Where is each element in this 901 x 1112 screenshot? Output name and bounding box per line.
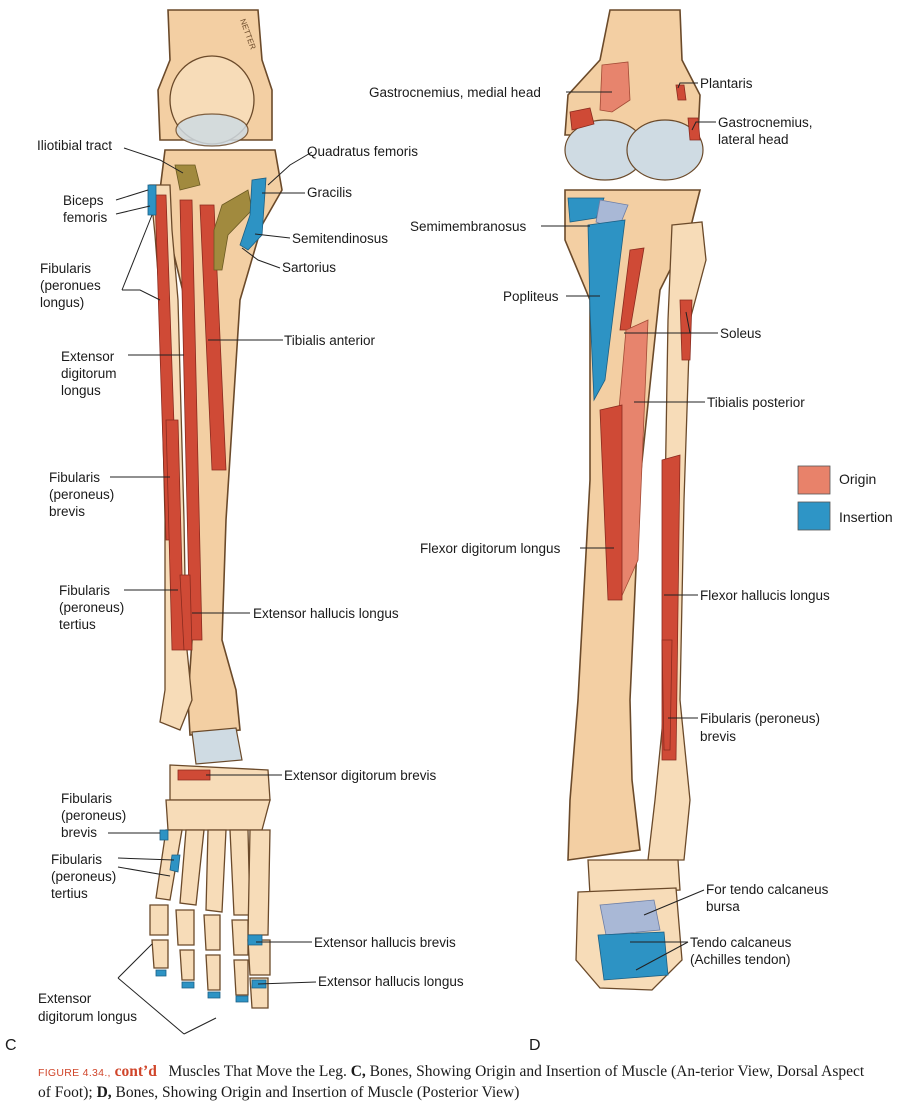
label-plantaris: Plantaris	[700, 76, 753, 91]
label-fibularis-brevis-line2: (peroneus)	[49, 487, 114, 502]
label-tendo-bursa-line1: For tendo calcaneus	[706, 882, 829, 897]
legend-insertion-label: Insertion	[839, 509, 893, 525]
label-foot-edl-line1: Extensor	[38, 991, 92, 1006]
label-tendo-bursa-line2: bursa	[706, 899, 740, 914]
label-fibularis-tertius-line2: (peroneus)	[59, 600, 124, 615]
caption-cont: cont’d	[114, 1063, 157, 1080]
label-edl-line2: digitorum	[61, 366, 117, 381]
label-sartorius: Sartorius	[282, 260, 336, 275]
label-foot-fibularis-tertius-line1: Fibularis	[51, 852, 102, 867]
legend: Origin Insertion	[797, 465, 893, 531]
label-tibialis-posterior: Tibialis posterior	[707, 395, 805, 410]
panel-letter-c: C	[5, 1037, 17, 1054]
caption-c-text: Bones, Showing Origin and Insertion of M…	[38, 1063, 865, 1101]
label-extensor-hallucis-longus: Extensor hallucis longus	[253, 606, 399, 621]
label-foot-fibularis-brevis-line2: (peroneus)	[61, 808, 126, 823]
panel-c-labels: Iliotibial tract Quadratus femoris Bicep…	[5, 138, 464, 1054]
label-extensor-digitorum-brevis: Extensor digitorum brevis	[284, 768, 437, 783]
caption-d-text: Bones, Showing Origin and Insertion of M…	[115, 1084, 520, 1101]
leader-lines	[108, 82, 718, 1035]
label-fibularis-brevis-line1: Fibularis	[49, 470, 100, 485]
label-edl-line3: longus	[61, 383, 101, 398]
label-popliteus: Popliteus	[503, 289, 559, 304]
panel-c-muscle-markings	[147, 164, 267, 1003]
caption-figure-label: FIGURE 4.34.,	[38, 1067, 111, 1079]
label-soleus: Soleus	[720, 326, 762, 341]
label-fibularis-brevis-line3: brevis	[49, 504, 85, 519]
label-iliotibial-tract: Iliotibial tract	[37, 138, 112, 153]
panel-letter-d: D	[529, 1037, 541, 1054]
label-foot-fibularis-brevis-line3: brevis	[61, 825, 97, 840]
caption-c-letter: C,	[350, 1063, 366, 1080]
label-gracilis: Gracilis	[307, 185, 352, 200]
label-tibialis-anterior: Tibialis anterior	[284, 333, 376, 348]
label-fibularis-longus-line3: longus)	[40, 295, 84, 310]
legend-insertion-swatch	[797, 501, 831, 531]
panel-d-labels: Gastrocnemius, medial head Plantaris Gas…	[369, 76, 830, 1054]
label-flexor-digitorum-longus: Flexor digitorum longus	[420, 541, 561, 556]
label-edl-line1: Extensor	[61, 349, 115, 364]
label-foot-fibularis-tertius-line2: (peroneus)	[51, 869, 116, 884]
label-semimembranosus: Semimembranosus	[410, 219, 527, 234]
legend-origin-label: Origin	[839, 471, 876, 487]
label-foot-extensor-hallucis-longus: Extensor hallucis longus	[318, 974, 464, 989]
label-tendo-calcaneus-line1: Tendo calcaneus	[690, 935, 792, 950]
label-foot-fibularis-brevis-line1: Fibularis	[61, 791, 112, 806]
label-gastrocnemius-medial-head: Gastrocnemius, medial head	[369, 85, 541, 100]
label-fibularis-tertius-line3: tertius	[59, 617, 96, 632]
label-fibularis-brevis-d-line2: brevis	[700, 729, 736, 744]
label-fibularis-tertius-line1: Fibularis	[59, 583, 110, 598]
label-gastrocnemius-lateral-line1: Gastrocnemius,	[718, 115, 813, 130]
label-biceps-line2: femoris	[63, 210, 108, 225]
figure-caption: FIGURE 4.34., cont’d Muscles That Move t…	[38, 1062, 878, 1103]
label-tendo-calcaneus-line2: (Achilles tendon)	[690, 952, 791, 967]
panel-d-muscle-markings	[567, 61, 701, 981]
label-quadratus-femoris: Quadratus femoris	[307, 144, 418, 159]
caption-title: Muscles That Move the Leg.	[168, 1063, 347, 1080]
label-foot-fibularis-tertius-line3: tertius	[51, 886, 88, 901]
legend-origin-swatch	[797, 465, 831, 495]
label-fibularis-longus-line1: Fibularis	[40, 261, 91, 276]
label-gastrocnemius-lateral-line2: lateral head	[718, 132, 789, 147]
label-biceps-line1: Biceps	[63, 193, 104, 208]
label-foot-edl-line2: digitorum longus	[38, 1009, 137, 1024]
label-flexor-hallucis-longus: Flexor hallucis longus	[700, 588, 830, 603]
label-fibularis-brevis-d-line1: Fibularis (peroneus)	[700, 711, 820, 726]
label-extensor-hallucis-brevis: Extensor hallucis brevis	[314, 935, 456, 950]
caption-d-letter: D,	[96, 1084, 112, 1101]
label-fibularis-longus-line2: (peronues	[40, 278, 101, 293]
figure-illustration: NETTER Iliotibial tract Quadratus femori…	[5, 9, 893, 1054]
label-semitendinosus: Semitendinosus	[292, 231, 388, 246]
